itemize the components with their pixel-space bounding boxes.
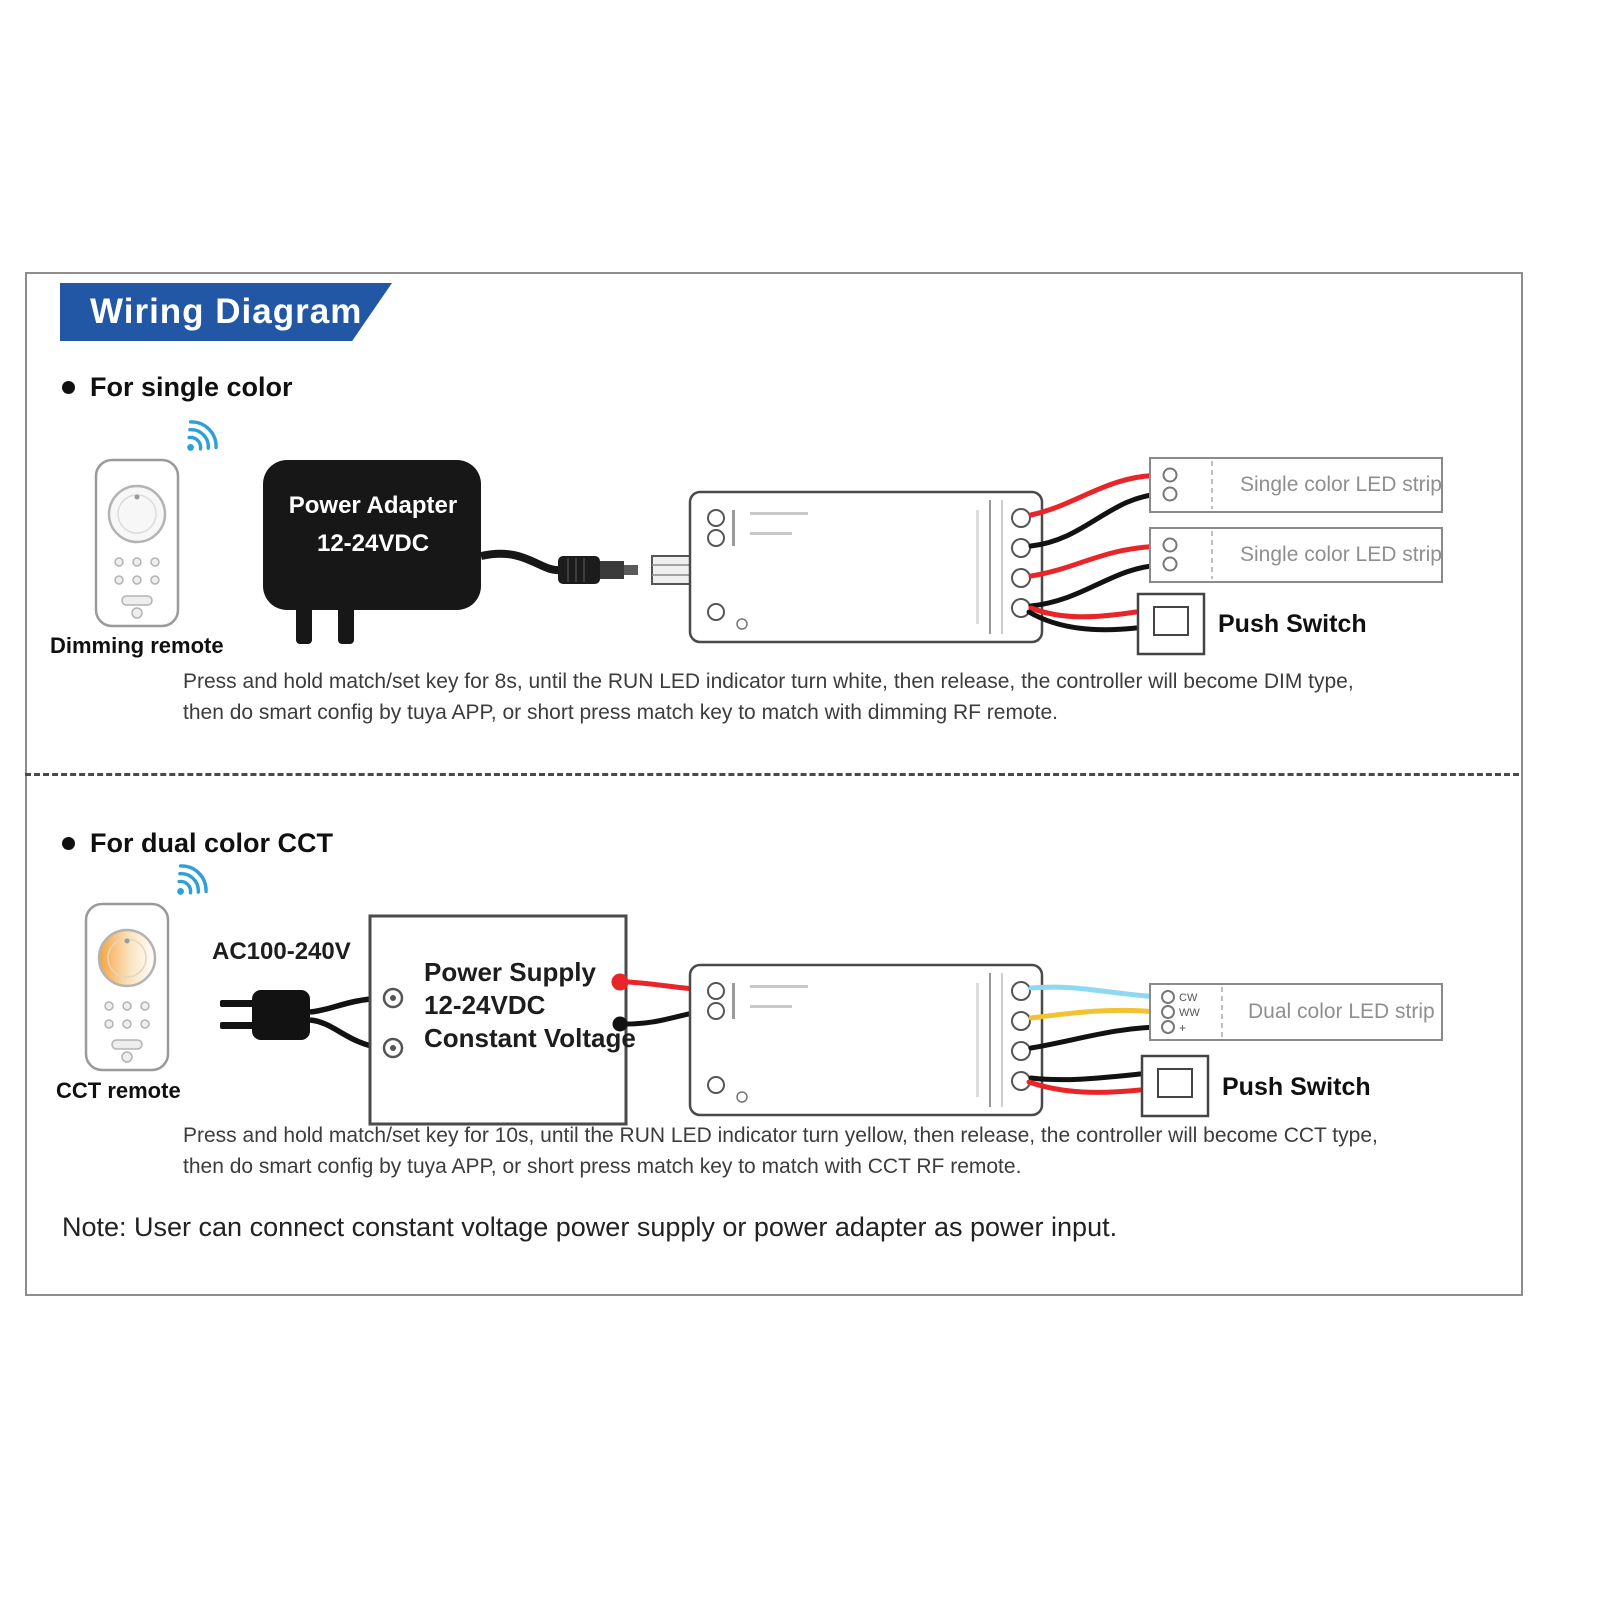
adapter-label-line2: 12-24VDC: [316, 530, 430, 557]
single-description-line2: then do smart config by tuya APP, or sho…: [183, 701, 1058, 724]
strip-terminal-cw: CW: [1179, 992, 1198, 1004]
adapter-label-line1: Power Adapter: [288, 492, 458, 519]
power-supply-label: Power Supply 12-24VDC Constant Voltage: [424, 956, 636, 1055]
single-color-description: Press and hold match/set key for 8s, unt…: [183, 666, 1354, 728]
cct-description: Press and hold match/set key for 10s, un…: [183, 1120, 1378, 1182]
led-strip-single-2: [1149, 527, 1443, 583]
psu-label-line1: Power Supply: [424, 957, 596, 987]
psu-label-line3: Constant Voltage: [424, 1023, 636, 1053]
strip-terminal-ww: WW: [1179, 1007, 1200, 1019]
led-strip-dual: CW WW +: [1149, 983, 1443, 1041]
power-adapter: [263, 460, 691, 644]
cct-remote: [84, 902, 170, 1072]
single-description-line1: Press and hold match/set key for 8s, unt…: [183, 670, 1354, 693]
psu-label-line2: 12-24VDC: [424, 990, 546, 1020]
psu-negative-terminal: [612, 1016, 628, 1032]
section-title-text: For single color: [90, 372, 293, 402]
ac-plug: [220, 990, 383, 1051]
push-switch-label-cct: Push Switch: [1222, 1073, 1371, 1101]
single-strip2-label: Single color LED strip: [1240, 543, 1442, 566]
power-supply: [368, 914, 709, 1126]
section-single-color-title: For single color: [62, 372, 293, 403]
push-switch-cct: [1140, 1054, 1210, 1118]
led-strip-single-1: [1149, 457, 1443, 513]
single-color-wires: [1026, 472, 1165, 633]
dimming-remote-label: Dimming remote: [50, 633, 224, 658]
section-cct-title: For dual color CCT: [62, 828, 333, 859]
cct-description-line2: then do smart config by tuya APP, or sho…: [183, 1155, 1022, 1178]
wifi-icon: [163, 858, 214, 909]
dual-strip-label: Dual color LED strip: [1248, 1000, 1435, 1023]
ac-input-label: AC100-240V: [212, 938, 351, 965]
led-controller-cct: [688, 963, 1044, 1117]
bullet-icon: [62, 837, 75, 850]
section-divider: [25, 773, 1519, 776]
cct-remote-label: CCT remote: [56, 1078, 181, 1103]
strip-terminal-plus: +: [1179, 1021, 1186, 1035]
header-banner: Wiring Diagram: [60, 283, 392, 341]
cct-wires: [1026, 984, 1163, 1095]
psu-positive-terminal: [611, 973, 629, 991]
led-controller-single: [688, 490, 1044, 644]
bullet-icon: [62, 381, 75, 394]
push-switch-single: [1136, 592, 1206, 656]
push-switch-label-single: Push Switch: [1218, 610, 1367, 638]
dimming-remote: [94, 458, 180, 628]
section-title-text: For dual color CCT: [90, 828, 333, 858]
dc-jack: [651, 555, 691, 585]
diagram-frame: [25, 272, 1523, 1296]
wifi-icon: [173, 414, 224, 465]
cct-description-line1: Press and hold match/set key for 10s, un…: [183, 1124, 1378, 1147]
single-strip1-label: Single color LED strip: [1240, 473, 1442, 496]
page-title: Wiring Diagram: [90, 292, 363, 331]
note-text: Note: User can connect constant voltage …: [62, 1212, 1118, 1242]
